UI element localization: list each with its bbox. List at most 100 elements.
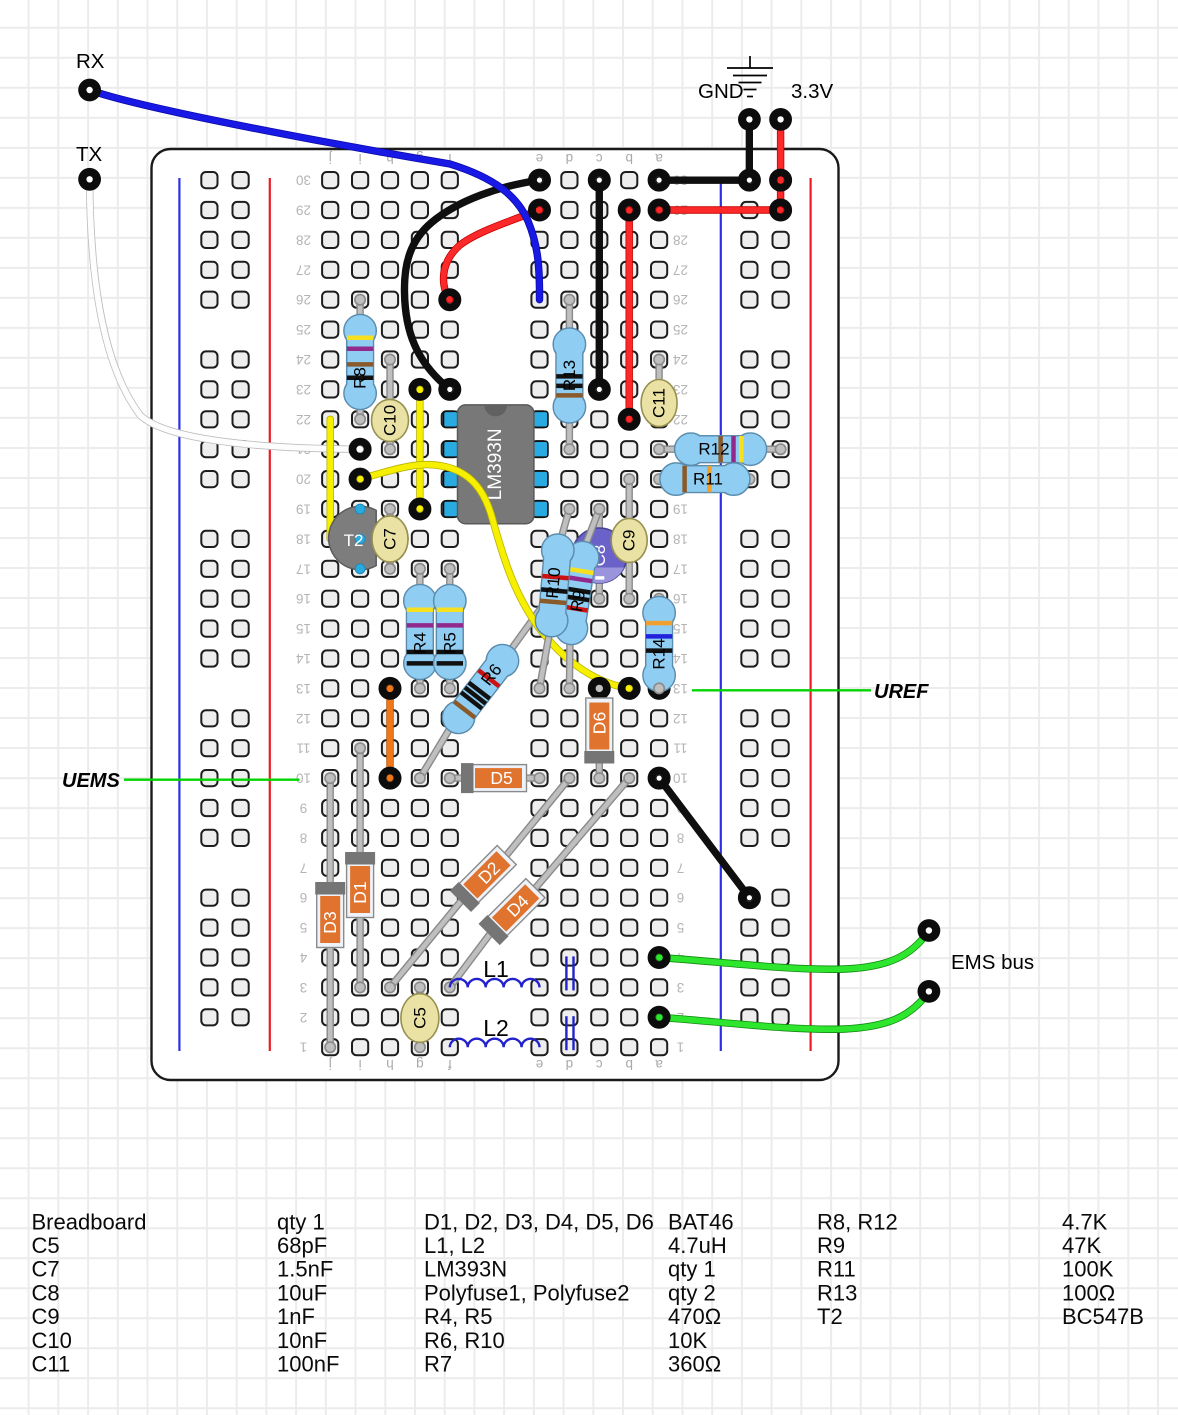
svg-text:Polyfuse1, Polyfuse2: Polyfuse1, Polyfuse2: [424, 1280, 629, 1305]
svg-text:23: 23: [296, 382, 311, 397]
svg-text:C10: C10: [32, 1328, 72, 1353]
svg-text:R11: R11: [817, 1257, 856, 1282]
svg-text:28: 28: [296, 232, 311, 247]
svg-text:5: 5: [300, 920, 308, 935]
svg-text:1.5nF: 1.5nF: [277, 1257, 333, 1282]
svg-text:19: 19: [673, 502, 688, 517]
svg-text:10uF: 10uF: [277, 1280, 327, 1305]
svg-text:L1: L1: [483, 956, 509, 982]
svg-text:GND: GND: [698, 80, 744, 103]
svg-text:22: 22: [673, 412, 688, 427]
svg-text:3: 3: [677, 980, 685, 995]
svg-text:20: 20: [296, 472, 311, 487]
svg-text:27: 27: [296, 262, 311, 277]
svg-text:qty 1: qty 1: [668, 1257, 716, 1282]
svg-text:12: 12: [673, 711, 688, 726]
svg-text:10: 10: [296, 771, 311, 786]
svg-text:C7: C7: [32, 1257, 60, 1282]
svg-text:T2: T2: [817, 1304, 843, 1329]
svg-text:19: 19: [296, 502, 311, 517]
svg-text:22: 22: [296, 412, 311, 427]
svg-text:qty 1: qty 1: [277, 1209, 325, 1234]
svg-text:R5: R5: [440, 632, 459, 654]
svg-text:13: 13: [673, 681, 688, 696]
svg-text:L2: L2: [483, 1015, 509, 1041]
svg-text:25: 25: [673, 322, 688, 337]
svg-text:R13: R13: [817, 1280, 857, 1305]
svg-text:R13: R13: [560, 360, 579, 391]
svg-text:C8: C8: [32, 1280, 60, 1305]
svg-text:24: 24: [296, 352, 312, 367]
svg-text:R4: R4: [410, 632, 429, 654]
svg-text:R14: R14: [650, 638, 669, 669]
svg-text:b: b: [625, 1057, 633, 1072]
svg-text:15: 15: [673, 621, 688, 636]
svg-text:18: 18: [673, 531, 688, 546]
svg-text:360Ω: 360Ω: [668, 1352, 721, 1377]
svg-text:28: 28: [673, 232, 688, 247]
svg-text:4.7uH: 4.7uH: [668, 1233, 727, 1258]
svg-text:R10: R10: [543, 567, 565, 600]
svg-text:R4, R5: R4, R5: [424, 1304, 492, 1329]
svg-text:15: 15: [296, 621, 311, 636]
svg-text:f: f: [448, 1057, 452, 1072]
svg-text:47K: 47K: [1062, 1233, 1101, 1258]
svg-text:D1: D1: [350, 881, 370, 903]
svg-text:C5: C5: [32, 1233, 60, 1258]
svg-text:9: 9: [300, 801, 308, 816]
svg-text:18: 18: [296, 531, 311, 546]
svg-text:10K: 10K: [668, 1328, 707, 1353]
svg-text:1: 1: [677, 1040, 685, 1055]
svg-text:D6: D6: [589, 712, 609, 734]
svg-text:e: e: [536, 151, 544, 166]
svg-text:EMS bus: EMS bus: [951, 951, 1034, 974]
svg-text:h: h: [386, 1057, 394, 1072]
svg-text:2: 2: [300, 1010, 308, 1025]
svg-text:100nF: 100nF: [277, 1352, 339, 1377]
svg-text:R8, R12: R8, R12: [817, 1209, 898, 1234]
svg-text:C11: C11: [32, 1352, 71, 1377]
svg-text:c: c: [596, 1057, 603, 1072]
svg-text:68pF: 68pF: [277, 1233, 327, 1258]
svg-text:L1, L2: L1, L2: [424, 1233, 485, 1258]
svg-text:TX: TX: [76, 143, 103, 166]
svg-text:R9: R9: [817, 1233, 845, 1258]
svg-text:23: 23: [673, 382, 688, 397]
svg-text:T2: T2: [344, 531, 364, 550]
svg-text:R12: R12: [698, 440, 729, 459]
svg-text:5: 5: [677, 920, 685, 935]
svg-text:C9: C9: [32, 1304, 60, 1329]
svg-text:7: 7: [300, 860, 308, 875]
svg-text:13: 13: [296, 681, 311, 696]
svg-text:UEMS: UEMS: [62, 770, 120, 792]
svg-text:qty 2: qty 2: [668, 1280, 716, 1305]
svg-text:i: i: [359, 151, 362, 166]
svg-text:14: 14: [296, 651, 312, 666]
svg-text:a: a: [655, 1057, 663, 1072]
svg-text:f: f: [448, 151, 452, 166]
svg-text:16: 16: [296, 591, 311, 606]
svg-text:1: 1: [300, 1040, 308, 1055]
svg-text:d: d: [566, 1057, 574, 1072]
svg-text:26: 26: [673, 292, 688, 307]
svg-text:27: 27: [673, 262, 688, 277]
svg-text:a: a: [655, 151, 663, 166]
svg-text:14: 14: [673, 651, 689, 666]
svg-text:D1, D2, D3, D4, D5, D6: D1, D2, D3, D4, D5, D6: [424, 1209, 654, 1234]
svg-text:6: 6: [300, 890, 308, 905]
svg-text:LM393N: LM393N: [485, 428, 506, 500]
svg-text:470Ω: 470Ω: [668, 1304, 721, 1329]
svg-text:g: g: [416, 1057, 424, 1072]
svg-text:10: 10: [673, 771, 688, 786]
svg-text:6: 6: [677, 890, 685, 905]
svg-text:C9: C9: [620, 530, 639, 552]
svg-text:D3: D3: [320, 911, 340, 933]
svg-text:11: 11: [673, 741, 687, 756]
svg-text:17: 17: [296, 561, 311, 576]
svg-text:C5: C5: [410, 1007, 429, 1029]
svg-text:10nF: 10nF: [277, 1328, 327, 1353]
svg-text:b: b: [625, 151, 633, 166]
svg-text:R6, R10: R6, R10: [424, 1328, 505, 1353]
svg-text:25: 25: [296, 322, 311, 337]
svg-text:17: 17: [673, 561, 688, 576]
